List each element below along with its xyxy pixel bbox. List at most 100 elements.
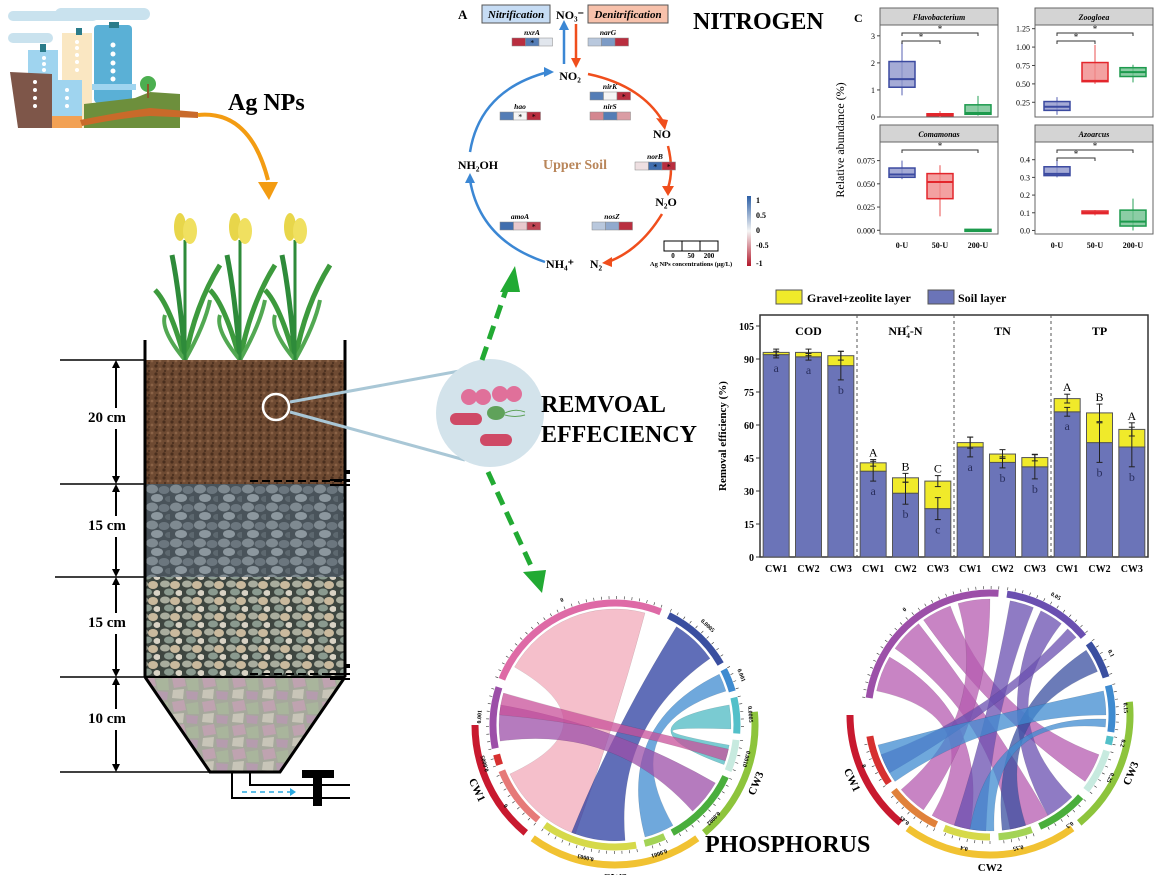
x-tick-label: 50-U (932, 241, 949, 250)
group-arc-CW3 (1077, 701, 1134, 826)
legend-swatch-soil (927, 289, 955, 305)
gene-heatbox-norB: norB** (634, 152, 676, 172)
gravel-layer (145, 484, 345, 577)
significance-star: * (518, 113, 522, 122)
gene-cell (605, 221, 620, 231)
tick-label: 0.3 (1065, 820, 1075, 829)
y-tick-label: 1 (871, 86, 875, 95)
tick-label: 0.0003 (577, 852, 594, 861)
conc-label: 200 (704, 252, 715, 260)
significance-bracket (1056, 149, 1134, 153)
tick-label: 0.0005 (480, 755, 490, 773)
sector-arc (498, 599, 663, 681)
node-nh2oh: NH₂OH (458, 158, 499, 172)
colorbar-tick: -1 (756, 259, 763, 268)
y-tick-label: 60 (744, 421, 754, 432)
soil-letter: c (935, 523, 940, 537)
gene-cell (526, 111, 541, 121)
y-tick-label: 75 (744, 388, 754, 399)
gene-cell (499, 111, 514, 121)
node-no2: NO₂ (559, 69, 581, 83)
gene-label: hao (514, 102, 526, 111)
gene-heatbox-nirK: nirK* (589, 82, 631, 102)
soil-letter: b (903, 507, 909, 521)
y-tick-label: 0 (749, 553, 754, 564)
tick-label: 0.35 (1012, 843, 1024, 851)
gene-label: nirS (603, 102, 616, 111)
denitrification-box (587, 4, 669, 24)
sector-arc (1104, 684, 1116, 733)
upper-soil-label: Upper Soil (543, 158, 607, 173)
node-no: NO (653, 127, 671, 141)
y-tick-label: 0.050 (857, 180, 875, 189)
nitrification-label: Nitrification (487, 9, 544, 21)
gene-heatbox-nirS: nirS (589, 102, 631, 121)
gene-cell (511, 37, 526, 47)
gene-cell (618, 221, 633, 231)
gene-label: narG (600, 28, 617, 37)
group-label: CW2 (603, 872, 628, 875)
soil-layer (145, 360, 345, 484)
bar-soil-segment (956, 446, 984, 558)
group-arc-CW2 (905, 825, 1075, 859)
removal-title-line1: REMVOAL (541, 392, 666, 418)
gene-label: amoA (511, 212, 529, 221)
x-tick-label: 200-U (968, 241, 989, 250)
legend-label: Gravel+zeolite layer (807, 291, 911, 305)
denitrification-label: Denitrification (593, 9, 661, 21)
bar-soil-segment (1053, 411, 1081, 558)
sector-arc (543, 822, 637, 851)
layer-depth-label: 20 cm (88, 408, 126, 429)
tick-label: 0.0001 (650, 847, 668, 858)
total-letter: A (869, 446, 878, 460)
facet-title: Zoogloea (1078, 13, 1110, 22)
x-tick-label: CW3 (1024, 564, 1046, 575)
panel-label-a: A (458, 7, 468, 22)
iris-plants (153, 205, 360, 365)
valve-icon (346, 664, 350, 668)
bar-TP-CW3: bA (1118, 409, 1146, 558)
x-tick-label: CW1 (959, 564, 981, 575)
gene-label: nxrA (524, 28, 540, 37)
x-tick-label: 50-U (1087, 241, 1104, 250)
gene-cell (603, 111, 618, 121)
significance-bracket (1056, 40, 1096, 44)
city-illustration (8, 8, 278, 200)
tick-label: 0.001 (735, 668, 746, 683)
tick-label: 0 (560, 597, 565, 604)
colorbar-tick: 0 (756, 226, 760, 235)
total-letter: A (1063, 380, 1072, 394)
wetland-column (55, 340, 350, 806)
y-tick-label: 3 (871, 32, 875, 41)
total-letter: B (1095, 390, 1103, 404)
y-tick-label: 1.25 (1016, 25, 1030, 34)
layer-depth-label: 10 cm (88, 709, 126, 730)
x-tick-label: CW1 (1056, 564, 1078, 575)
chord-diagram-left: CW1CW2CW300.00050.0010.00050.00100.00020… (466, 596, 767, 875)
sector-arc (1104, 735, 1114, 746)
sector-arc (489, 686, 503, 749)
gene-cell (591, 221, 606, 231)
y-tick-label: 0.4 (1020, 156, 1030, 165)
x-tick-label: CW3 (927, 564, 949, 575)
tick-label: 0 (902, 607, 908, 614)
box-0-U (888, 160, 916, 180)
soil-letter: b (1032, 482, 1038, 496)
significance-bracket (1056, 157, 1096, 161)
zeolite-gravel-layer (145, 577, 345, 677)
sector-arc (666, 612, 724, 666)
y-tick-label: 0.1 (1020, 209, 1030, 218)
bar-COD-CW3: b (827, 350, 855, 558)
bar-COD-CW2: a (795, 348, 822, 558)
concentration-legend: 0 50 200 Ag NPs concentrations (μg/L) (650, 240, 732, 268)
bar-TN-CW3: b (1021, 453, 1049, 558)
soil-letter: b (1000, 471, 1006, 485)
tick-label: 0.15 (1122, 703, 1129, 714)
group-arc-CW2 (530, 835, 700, 869)
x-tick-label: 0-U (896, 241, 909, 250)
soil-letter: b (838, 383, 844, 397)
sector-arc (1085, 641, 1110, 679)
gene-heatbox-nosZ: nosZ (591, 212, 633, 231)
